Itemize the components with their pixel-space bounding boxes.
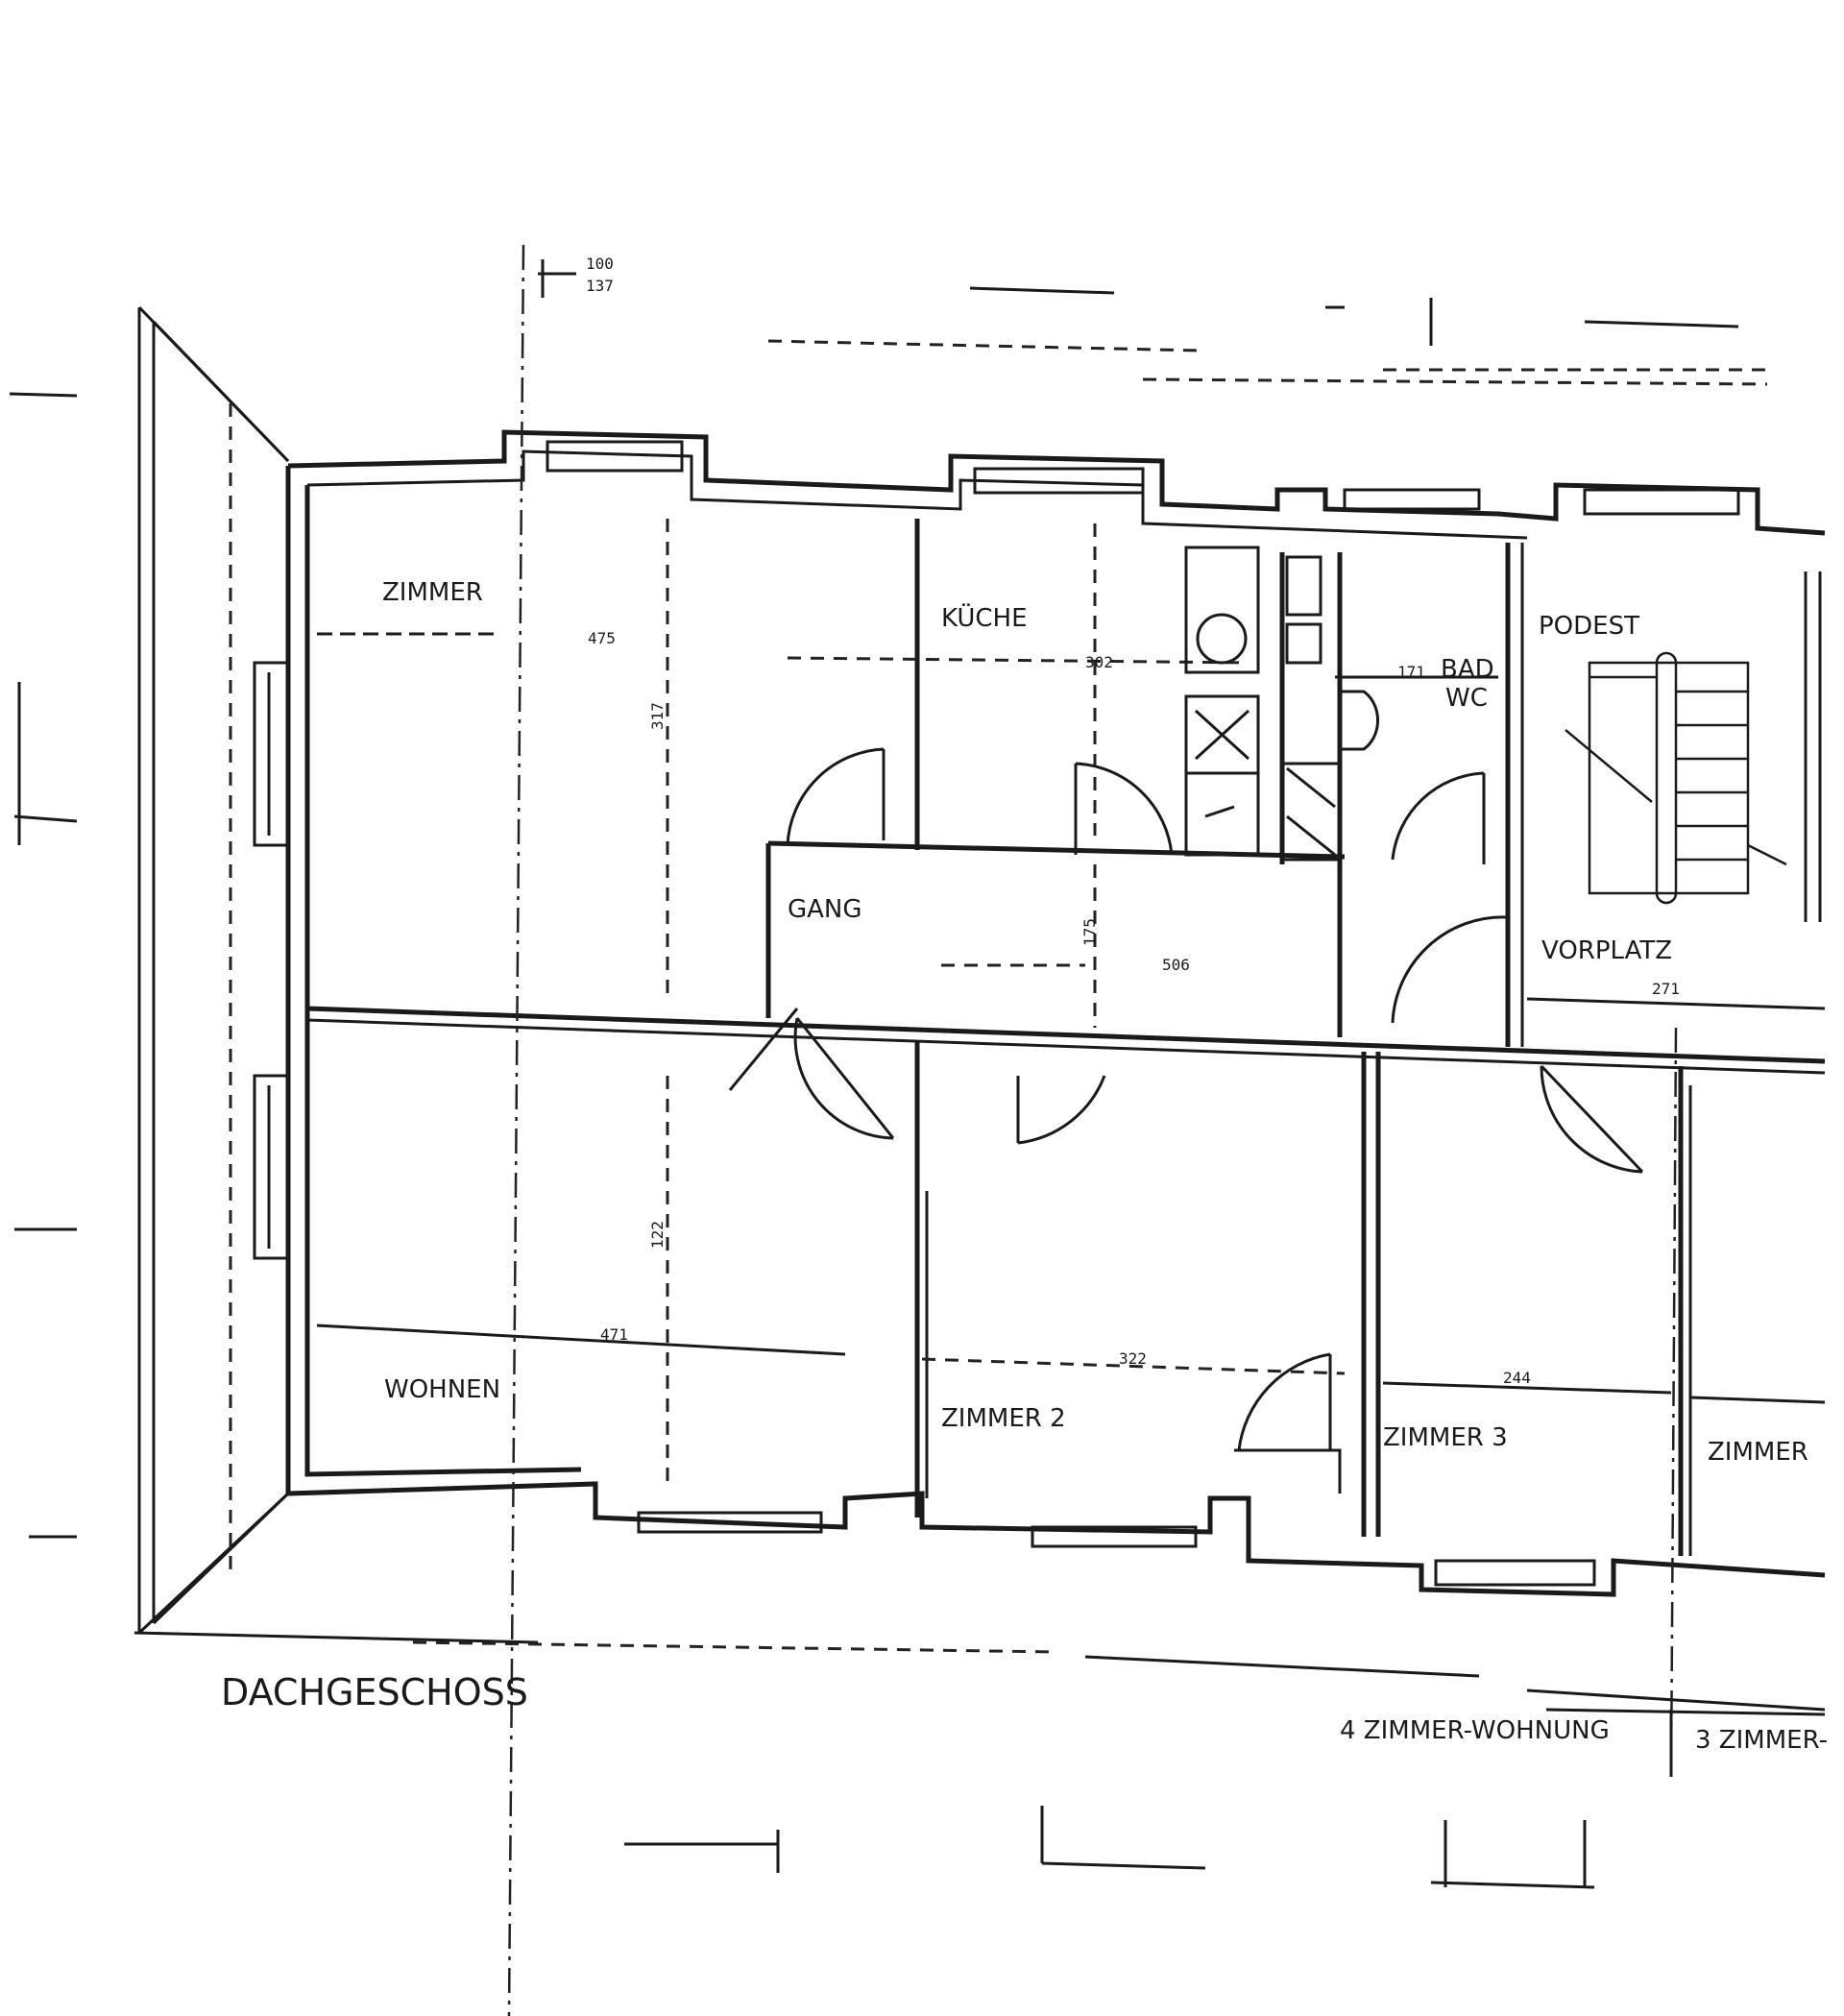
room-label-kueche: KÜCHE: [941, 602, 1028, 633]
roof-outline: [133, 305, 539, 1644]
roof-edge-bottom: [412, 1640, 1826, 1716]
room-label-wohnen: WOHNEN: [384, 1375, 500, 1404]
room-label-bad: BAD: [1441, 655, 1494, 684]
dim-zimmer-width: 475: [588, 629, 616, 647]
dim-gang-length: 506: [1162, 956, 1190, 974]
dim-zimmer3-width: 244: [1503, 1369, 1531, 1387]
axis-lines: [507, 244, 1678, 2016]
dim-zimmer2-width: 322: [1119, 1349, 1147, 1368]
interior-walls: [306, 519, 1826, 1556]
room-label-vorplatz: VORPLATZ: [1541, 936, 1672, 965]
dim-vorplatz-width: 271: [1652, 980, 1680, 998]
dim-window-a-bottom: 137: [586, 277, 614, 295]
room-label-podest: PODEST: [1539, 612, 1639, 641]
door-swings: [728, 747, 1644, 1451]
room-label-zimmer-4: ZIMMER: [1708, 1438, 1808, 1467]
dim-wohnen-width: 471: [600, 1325, 628, 1344]
window-dimension-marks: [9, 259, 1739, 1889]
room-label-zimmer-2: ZIMMER 2: [941, 1404, 1066, 1433]
exterior-walls: [253, 429, 1826, 1597]
windows: [546, 440, 1740, 1587]
dimension-lines: [316, 632, 1826, 1404]
dim-vertical-1: 317: [648, 702, 667, 730]
unit-label-4-zimmer: 4 ZIMMER-WOHNUNG: [1340, 1716, 1610, 1745]
floor-title: DACHGESCHOSS: [221, 1671, 528, 1713]
dim-gang-height: 175: [1080, 918, 1099, 946]
dim-vertical-2: 122: [648, 1221, 667, 1249]
room-label-gang: GANG: [788, 895, 862, 924]
dim-kueche-width: 302: [1085, 653, 1113, 671]
bath-fixtures: [1280, 555, 1379, 862]
room-label-zimmer: ZIMMER: [382, 578, 483, 607]
dim-bad-width: 171: [1397, 663, 1425, 681]
stair: [1565, 571, 1822, 922]
room-label-wc: WC: [1445, 684, 1488, 713]
dim-window-a-top: 100: [586, 255, 614, 273]
kitchen-fixtures: [1184, 546, 1260, 857]
roof-edge-top: [767, 339, 1768, 386]
unit-label-3-zimmer: 3 ZIMMER-: [1695, 1726, 1828, 1755]
room-label-zimmer-3: ZIMMER 3: [1383, 1423, 1508, 1452]
